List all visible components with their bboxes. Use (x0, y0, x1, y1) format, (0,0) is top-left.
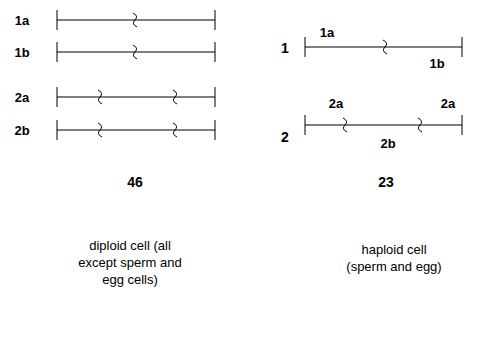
chromatid-label: 2a (441, 96, 455, 111)
chromosome-line (305, 125, 462, 126)
end-cap (57, 10, 58, 30)
end-cap (305, 115, 306, 135)
label-anchor: 1 (281, 40, 289, 56)
label-anchor: 23 (378, 174, 394, 190)
gene-mark (98, 123, 102, 137)
chromatid-label: 1b (14, 45, 29, 60)
label-anchor: 2b (380, 136, 395, 151)
end-cap (57, 42, 58, 62)
end-cap (305, 37, 306, 57)
end-cap (215, 87, 216, 107)
label-anchor: 2a (15, 90, 29, 105)
chromatid-label: 1a (320, 25, 334, 40)
chromosome-count: 23 (378, 174, 394, 190)
label-anchor: 1b (429, 56, 444, 71)
cell-caption: diploid cell (all except sperm and egg c… (69, 237, 191, 288)
chromatid-label: 2a (15, 90, 29, 105)
chromosome-number: 2 (281, 129, 289, 145)
end-cap (462, 37, 463, 57)
end-cap (462, 115, 463, 135)
chromatid-line (57, 130, 215, 131)
gene-mark (133, 13, 137, 27)
chromatid-label: 1b (429, 56, 444, 71)
chromosome-number: 1 (281, 40, 289, 56)
end-cap (57, 87, 58, 107)
chromatid-label: 2b (380, 136, 395, 151)
chromosome-line (305, 47, 462, 48)
label-anchor: 2a (329, 96, 343, 111)
chromatid-line (57, 97, 215, 98)
chromosome-count: 46 (127, 174, 143, 190)
gene-mark (133, 45, 137, 59)
gene-mark (173, 123, 177, 137)
label-anchor: 1a (15, 13, 29, 28)
label-anchor: 1b (14, 45, 29, 60)
gene-mark (418, 118, 422, 132)
end-cap (57, 120, 58, 140)
label-anchor: 2b (14, 123, 29, 138)
cell-caption: haploid cell (sperm and egg) (344, 241, 444, 275)
chromatid-label: 2b (14, 123, 29, 138)
gene-mark (343, 118, 347, 132)
gene-mark (383, 40, 387, 54)
gene-mark (173, 90, 177, 104)
chromatid-label: 1a (15, 13, 29, 28)
label-anchor: 2 (281, 129, 289, 145)
end-cap (215, 120, 216, 140)
label-anchor: haploid cell (sperm and egg) (344, 241, 444, 275)
chromatid-line (57, 52, 215, 53)
gene-mark (98, 90, 102, 104)
label-anchor: 2a (441, 96, 455, 111)
end-cap (215, 10, 216, 30)
label-anchor: 46 (127, 174, 143, 190)
end-cap (215, 42, 216, 62)
label-anchor: 1a (320, 25, 334, 40)
chromatid-line (57, 20, 215, 21)
chromatid-label: 2a (329, 96, 343, 111)
label-anchor: diploid cell (all except sperm and egg c… (69, 237, 191, 288)
